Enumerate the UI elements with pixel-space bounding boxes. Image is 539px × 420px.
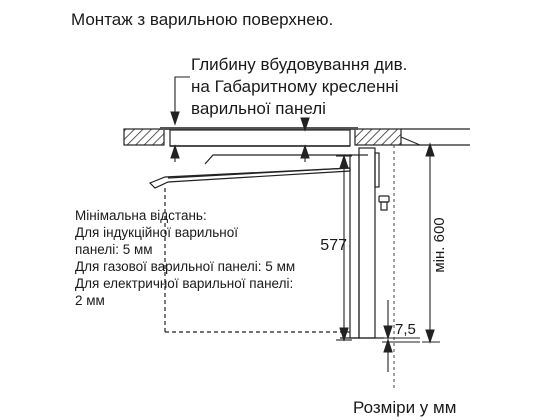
dimension-7-5-label: 7,5 <box>395 321 416 338</box>
dimension-600-arrow <box>422 142 440 344</box>
cooktop <box>160 127 358 147</box>
worktop <box>123 128 470 146</box>
min-distance-line-2: Для індукційної варильної <box>75 225 239 240</box>
depth-note-line-1: Глибину вбудовування див. <box>191 55 408 74</box>
depth-leader-arrows <box>170 76 310 162</box>
min-distance-line-1: Мінімальна відстань: <box>75 208 207 223</box>
dimension-7-5-arrow <box>380 300 420 372</box>
min-distance-line-4: Для газової варильної панелі: 5 мм <box>75 259 296 274</box>
depth-note-line-2: на Габаритному кресленні <box>191 77 399 96</box>
dimension-600-label: мін. 600 <box>431 217 448 272</box>
oven-body <box>148 147 390 339</box>
dimensions-units-note: Розміри у мм <box>353 398 457 417</box>
min-distance-line-6: 2 мм <box>75 293 105 308</box>
dimension-577-arrow <box>336 154 352 342</box>
worktop-edge-line <box>400 136 421 146</box>
min-distance-line-5: Для електричної варильної панелі: <box>75 276 294 291</box>
depth-note-line-3: варильної панелі <box>191 99 326 118</box>
dimension-577-label: 577 <box>320 237 347 254</box>
diagram-title: Монтаж з варильною поверхнею. <box>71 10 334 29</box>
min-distance-line-3: панелі: 5 мм <box>75 242 153 257</box>
